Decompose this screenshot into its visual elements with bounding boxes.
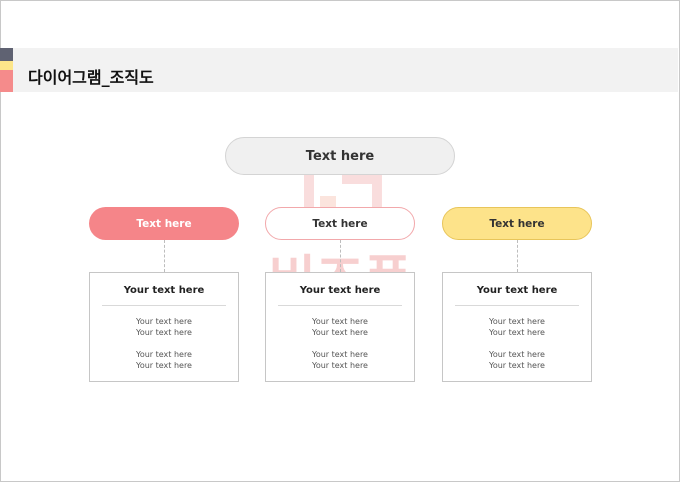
card-title: Your text here bbox=[299, 285, 381, 296]
accent-bar-yellow bbox=[0, 61, 13, 70]
card-text-line: Your text here bbox=[312, 361, 368, 370]
card-text-line: Your text here bbox=[489, 328, 545, 337]
branch-card-2: Your text here Your text here Your text … bbox=[265, 272, 415, 382]
connector-2 bbox=[340, 240, 341, 272]
card-text-line: Your text here bbox=[136, 328, 192, 337]
card-text-line: Your text here bbox=[312, 328, 368, 337]
card-text-line: Your text here bbox=[136, 317, 192, 326]
card-divider bbox=[455, 305, 579, 306]
header-band bbox=[0, 48, 678, 92]
connector-1 bbox=[164, 240, 165, 272]
branch-pill-3: Text here bbox=[442, 207, 592, 240]
accent-bar-slate bbox=[0, 48, 13, 61]
branch-pill-2: Text here bbox=[265, 207, 415, 240]
page-title: 다이어그램_조직도 bbox=[28, 68, 154, 87]
card-divider bbox=[102, 305, 226, 306]
branch-pill-1: Text here bbox=[89, 207, 239, 240]
card-title: Your text here bbox=[123, 285, 205, 296]
card-divider bbox=[278, 305, 402, 306]
card-text-line: Your text here bbox=[312, 350, 368, 359]
card-title: Your text here bbox=[476, 285, 558, 296]
branch-card-3: Your text here Your text here Your text … bbox=[442, 272, 592, 382]
card-text-line: Your text here bbox=[312, 317, 368, 326]
card-text-line: Your text here bbox=[136, 361, 192, 370]
card-text-line: Your text here bbox=[489, 317, 545, 326]
accent-bar-coral bbox=[0, 70, 13, 92]
card-text-line: Your text here bbox=[136, 350, 192, 359]
connector-3 bbox=[517, 240, 518, 272]
card-text-line: Your text here bbox=[489, 350, 545, 359]
branch-card-1: Your text here Your text here Your text … bbox=[89, 272, 239, 382]
top-node: Text here bbox=[225, 137, 455, 175]
card-text-line: Your text here bbox=[489, 361, 545, 370]
